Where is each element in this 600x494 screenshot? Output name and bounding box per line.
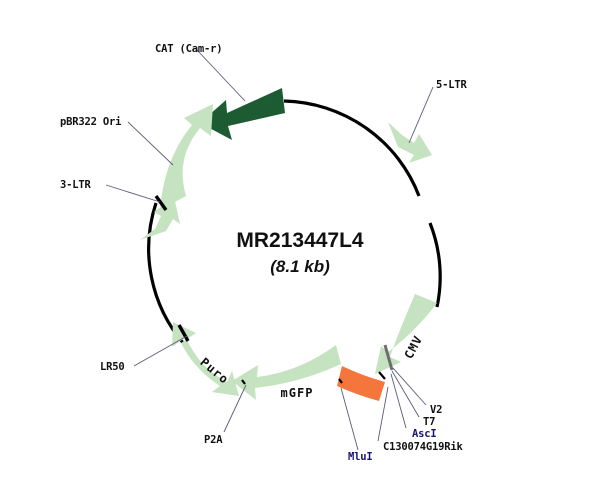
- feature-mgfp[interactable]: mGFP: [232, 345, 341, 400]
- feature-arrow-cmv[interactable]: [375, 294, 437, 374]
- leader-p2a: [223, 384, 247, 433]
- feature-arrow-cat[interactable]: [200, 88, 285, 140]
- feature-arrow-3-ltr[interactable]: [140, 197, 180, 240]
- feature-arrow-5-ltr[interactable]: [388, 122, 432, 163]
- leader-rik: [377, 386, 389, 442]
- label-lr50: LR50: [100, 361, 125, 373]
- label-3-ltr: 3-LTR: [60, 179, 91, 191]
- feature-cat-cam-r[interactable]: [200, 88, 285, 140]
- feature-cmv[interactable]: CMV: [375, 294, 437, 374]
- leader-lines: [105, 49, 434, 451]
- tick-rik-left: [338, 378, 343, 384]
- tick-rik-right: [378, 371, 386, 380]
- backbone-arc-right: [428, 222, 442, 308]
- label-asci: AscI: [412, 428, 437, 440]
- leader-ori: [127, 121, 174, 166]
- leader-v2: [392, 367, 427, 406]
- leader-cat: [196, 49, 246, 102]
- plasmid-size: (8.1 kb): [270, 257, 330, 276]
- feature-arrow-pbr322-ori[interactable]: [160, 104, 213, 210]
- leader-mlui: [340, 387, 359, 451]
- feature-block-rik[interactable]: [337, 366, 385, 401]
- tick-puro-start: [177, 324, 190, 342]
- leader-lr50: [133, 335, 188, 367]
- tick-puro-mgfp-junction: [241, 379, 246, 385]
- leader-t7: [391, 370, 420, 418]
- plasmid-name: MR213447L4: [236, 229, 364, 252]
- callout-labels: CAT (Cam-r) pBR322 Ori 3-LTR 5-LTR LR50 …: [60, 43, 468, 463]
- label-c130074g19rik: C130074G19Rik: [383, 441, 463, 453]
- label-pbr322-ori: pBR322 Ori: [60, 116, 121, 128]
- label-5-ltr: 5-LTR: [436, 79, 467, 91]
- feature-arrow-mgfp[interactable]: [232, 345, 341, 400]
- feature-label-mgfp: mGFP: [281, 386, 314, 400]
- tick-3-ltr: [154, 195, 168, 211]
- label-cat-cam-r: CAT (Cam-r): [155, 43, 222, 55]
- backbone-arc-top-right: [283, 99, 421, 197]
- label-v2: V2: [430, 404, 442, 416]
- leader-3ltr: [105, 184, 161, 203]
- label-p2a: P2A: [204, 434, 223, 446]
- label-mlui: MluI: [348, 451, 373, 463]
- feature-puro[interactable]: Puro: [172, 322, 246, 396]
- feature-pbr322-ori[interactable]: [160, 104, 213, 210]
- feature-c130074g19rik[interactable]: [337, 366, 386, 401]
- label-t7: T7: [423, 416, 435, 428]
- tick-cmv-start: [383, 344, 394, 371]
- feature-arrow-puro[interactable]: [172, 322, 239, 396]
- leader-asci: [390, 373, 407, 429]
- plasmid-title-group: MR213447L4 (8.1 kb): [236, 229, 364, 276]
- leader-5ltr: [408, 86, 434, 144]
- feature-5-ltr[interactable]: [388, 122, 432, 163]
- feature-3-ltr[interactable]: [140, 195, 180, 240]
